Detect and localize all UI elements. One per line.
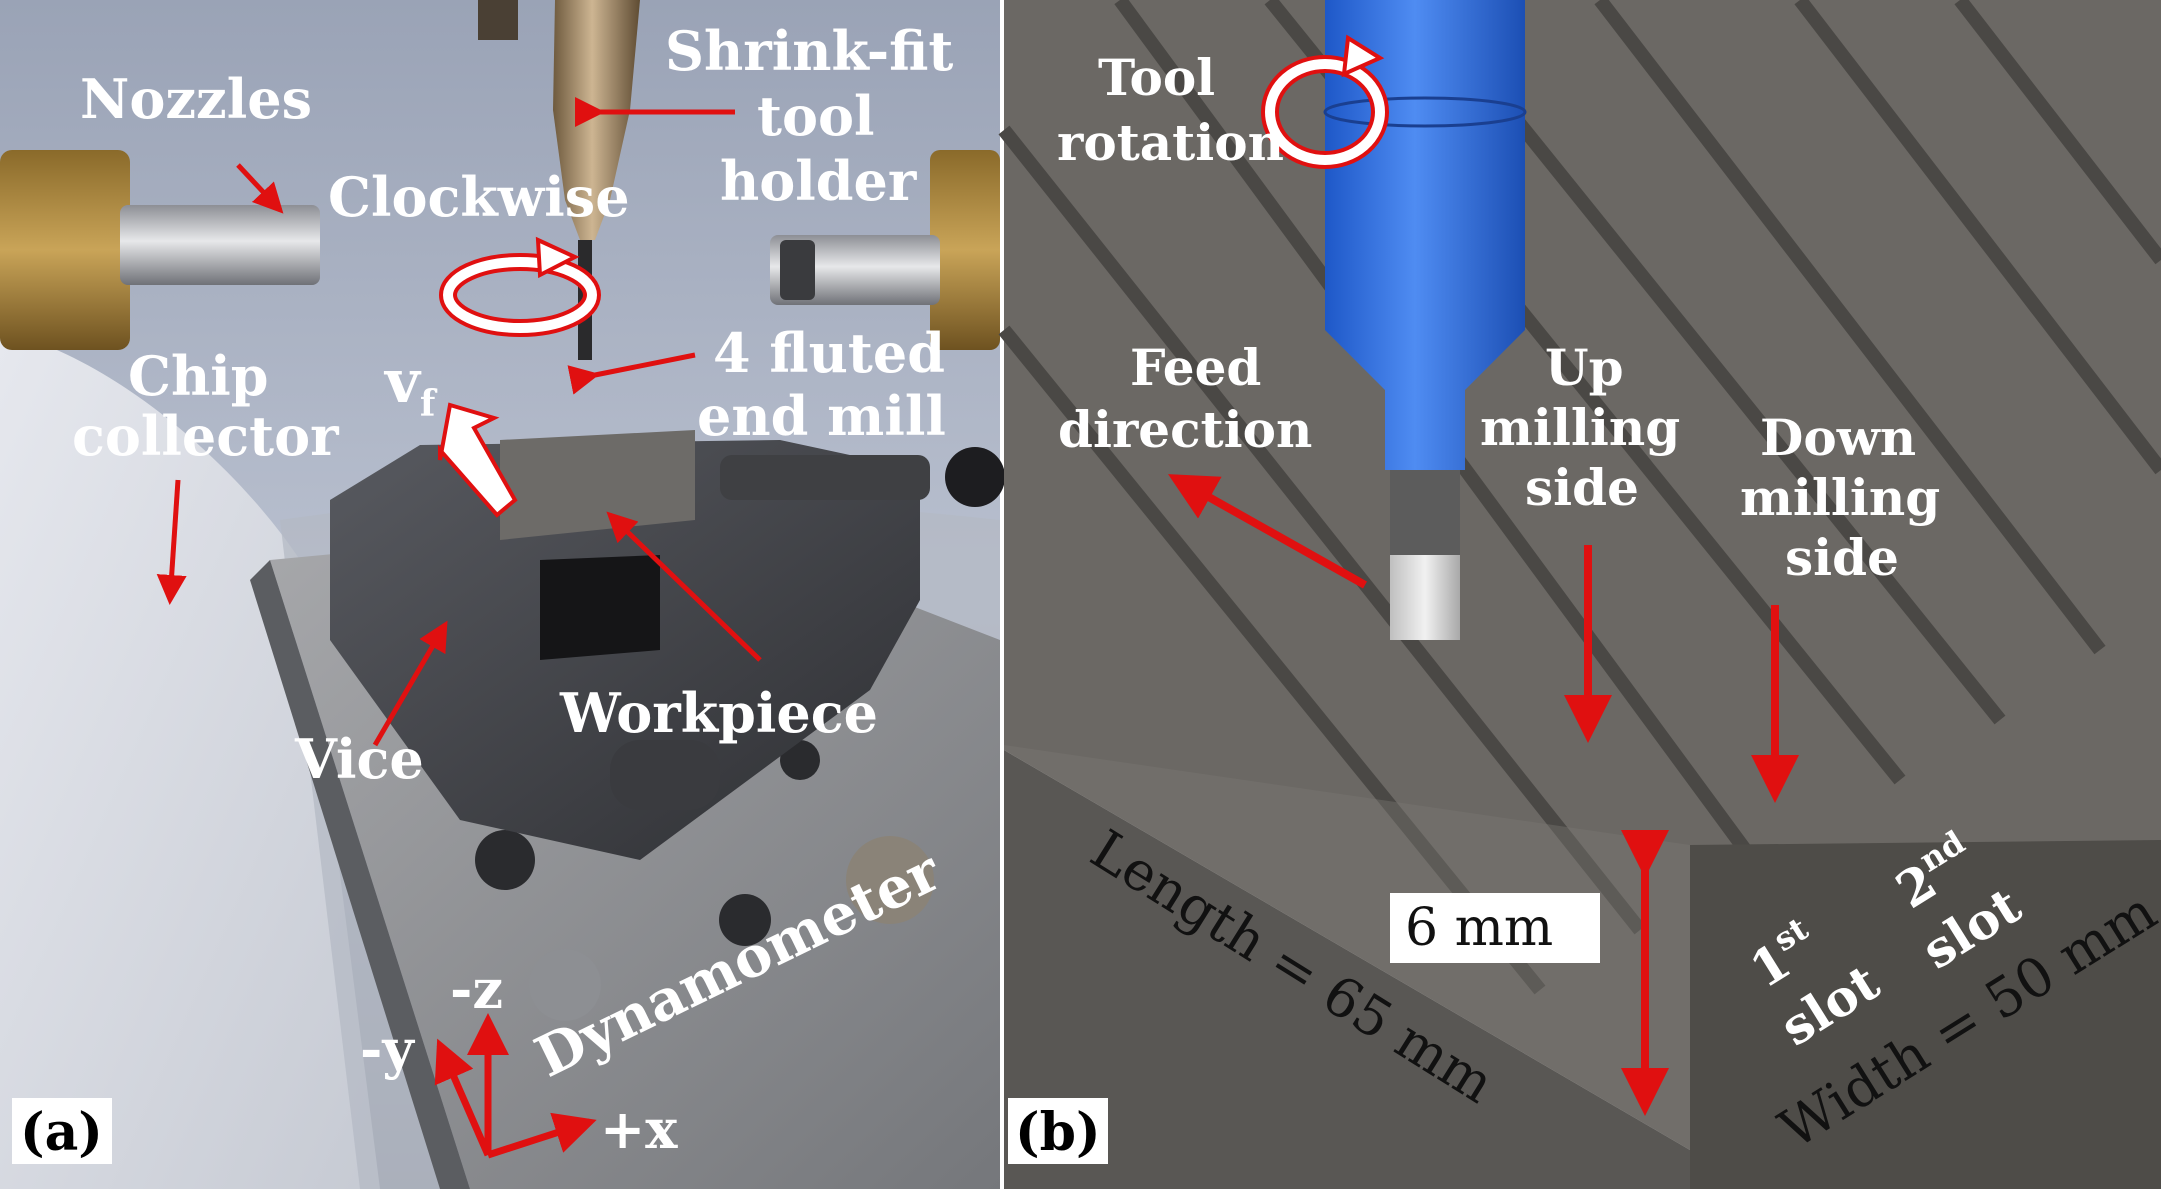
label-vf: vf xyxy=(383,347,438,425)
label-up-3: side xyxy=(1525,458,1639,517)
label-down-1: Down xyxy=(1760,408,1916,467)
block-side-face xyxy=(1690,840,2161,1189)
label-endmill-1: 4 fluted xyxy=(713,321,945,385)
label-shrink-fit-2: tool xyxy=(757,84,875,148)
spindle xyxy=(478,0,518,40)
left-nozzle-fitting xyxy=(0,150,130,350)
tool-neck xyxy=(1390,470,1460,560)
label-endmill-2: end mill xyxy=(697,384,946,448)
label-shrink-fit-3: holder xyxy=(720,149,917,213)
arrow-vice xyxy=(372,620,448,747)
plate-boss xyxy=(529,949,601,1021)
panel-b: Tool rotation Feed direction Up milling … xyxy=(998,0,2161,1189)
slot-grooves xyxy=(998,0,2161,995)
panel-a-tag-box xyxy=(12,1098,112,1164)
axis-y-arrow xyxy=(434,1038,492,1157)
tool-cutter xyxy=(1390,555,1460,640)
label-up-1: Up xyxy=(1545,338,1624,397)
left-nozzle xyxy=(120,205,320,285)
groove-line xyxy=(998,325,1546,995)
plate-boss xyxy=(846,836,934,924)
plate-hole xyxy=(475,830,535,890)
plate-hole xyxy=(719,894,771,946)
workpiece-slot xyxy=(540,555,660,660)
axis-triad xyxy=(434,1013,597,1159)
label-workpiece: Workpiece xyxy=(559,681,878,745)
label-axis-y: -y xyxy=(360,1017,415,1081)
label-down-2: milling xyxy=(1740,468,1940,527)
clockwise-rotation-icon xyxy=(439,236,601,337)
arrow-chip-collector xyxy=(156,479,187,605)
label-feed-2: direction xyxy=(1058,400,1312,459)
panel-a: Shrink-fit tool holder Nozzles Clockwise… xyxy=(0,0,1005,1189)
arrow-end-mill xyxy=(567,352,696,395)
dynamometer-edge xyxy=(250,560,470,1189)
label-down-3: side xyxy=(1785,528,1899,587)
workpiece-top xyxy=(500,430,695,540)
groove-line xyxy=(1954,0,2161,265)
label-nozzles: Nozzles xyxy=(80,67,312,131)
groove-line xyxy=(1594,0,2106,655)
panel-b-arrows xyxy=(1168,474,1799,1116)
arrow-feed-direction xyxy=(1168,474,1367,589)
panel-b-tag-box xyxy=(1008,1098,1108,1164)
label-axis-z: -z xyxy=(450,957,503,1021)
label-chip-1: Chip xyxy=(128,344,269,408)
tool-rotation-icon xyxy=(1261,34,1389,169)
right-nozzle-tip xyxy=(780,240,815,300)
label-vice: Vice xyxy=(294,727,424,791)
label-tool-rotation-2: rotation xyxy=(1057,113,1284,172)
vice-screw-head xyxy=(945,447,1005,507)
groove-line xyxy=(998,125,1646,935)
block-front-edge xyxy=(1004,745,1690,1150)
tool-collar-line xyxy=(1323,96,1527,128)
vice-screw-boss xyxy=(610,740,720,810)
label-height: 6 mm xyxy=(1405,898,1553,958)
arrow-nozzles xyxy=(236,163,284,214)
label-clockwise: Clockwise xyxy=(328,165,630,229)
vice-screw xyxy=(720,455,930,500)
height-label-box xyxy=(1390,893,1600,963)
axis-x-arrow xyxy=(486,1112,597,1159)
label-chip-2: collector xyxy=(72,404,339,468)
plate-hole xyxy=(780,740,820,780)
right-nozzle-fitting xyxy=(930,150,1000,350)
block-front-face xyxy=(1004,750,1690,1189)
panel-a-arrows xyxy=(156,97,762,747)
label-axis-x: +x xyxy=(600,1097,678,1161)
label-shrink-fit-1: Shrink-fit xyxy=(665,19,953,83)
panel-a-tag: (a) xyxy=(20,1102,103,1163)
label-up-2: milling xyxy=(1480,398,1680,457)
feed-vector-arrow xyxy=(438,402,518,518)
label-tool-rotation-1: Tool xyxy=(1098,48,1215,107)
label-feed-1: Feed xyxy=(1130,338,1261,397)
panel-b-tag: (b) xyxy=(1015,1102,1101,1163)
groove-line xyxy=(1794,0,2161,475)
arrow-workpiece xyxy=(606,511,762,662)
